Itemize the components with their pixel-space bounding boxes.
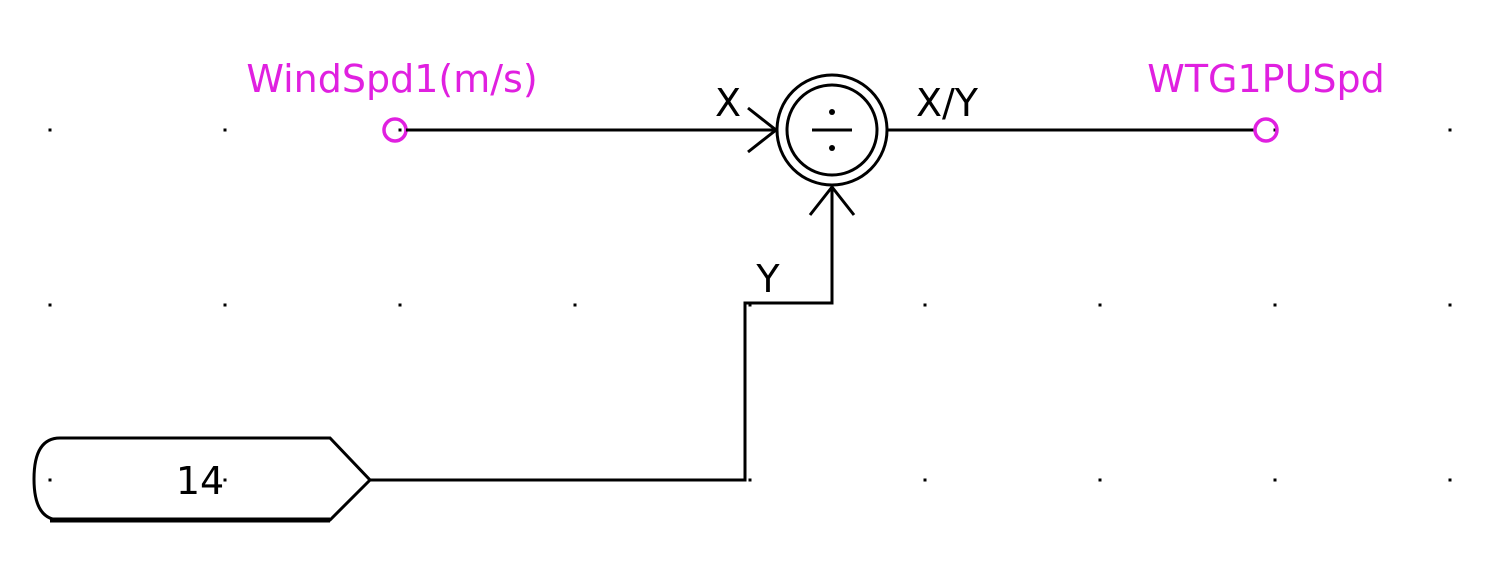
grid-dot	[223, 128, 227, 132]
input-signal-node[interactable]: WindSpd1(m/s)	[246, 57, 538, 143]
grid-dot	[573, 303, 577, 307]
y-port-label: Y	[755, 257, 780, 301]
grid-dot	[1273, 128, 1277, 132]
output-terminal-icon[interactable]	[1253, 117, 1279, 143]
grid-dot	[223, 478, 227, 482]
grid-dot	[1448, 478, 1452, 482]
grid-dot	[1273, 303, 1277, 307]
grid-dot	[1098, 478, 1102, 482]
x-port-label: X	[715, 81, 741, 125]
grid-dot	[748, 303, 752, 307]
grid-dot	[48, 303, 52, 307]
grid-dots	[48, 128, 1452, 482]
divider-inner-ring	[785, 83, 879, 177]
divider-block[interactable]	[775, 73, 889, 187]
grid-dot	[923, 478, 927, 482]
grid-dot	[1448, 128, 1452, 132]
grid-dot	[398, 303, 402, 307]
grid-dot	[223, 303, 227, 307]
constant-value: 14	[176, 459, 224, 503]
grid-dot	[48, 478, 52, 482]
output-signal-node[interactable]: WTG1PUSpd	[1147, 57, 1385, 143]
input-signal-label: WindSpd1(m/s)	[246, 57, 537, 101]
grid-dot	[398, 128, 402, 132]
grid-dot	[1448, 303, 1452, 307]
grid-dot	[923, 303, 927, 307]
grid-dot	[1273, 478, 1277, 482]
grid-dot	[48, 128, 52, 132]
output-port-label: X/Y	[916, 81, 979, 125]
constant-block[interactable]: 14	[32, 436, 373, 523]
wire-constant-to-y[interactable]	[370, 187, 834, 482]
input-terminal-icon[interactable]	[382, 117, 408, 143]
grid-dot	[748, 478, 752, 482]
output-signal-label: WTG1PUSpd	[1147, 57, 1385, 101]
grid-dot	[1098, 303, 1102, 307]
divide-symbol-icon	[812, 109, 852, 151]
